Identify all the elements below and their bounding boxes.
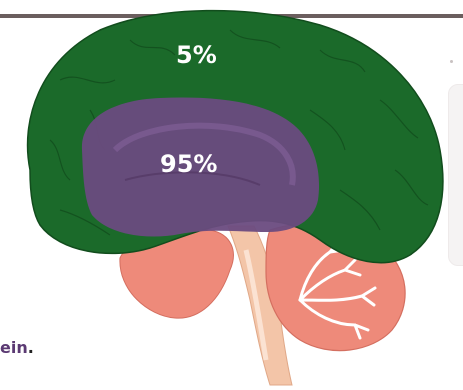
caption-punct: .	[28, 338, 34, 357]
caption-fragment: ein.	[0, 338, 34, 357]
caption-text: ein	[0, 338, 28, 357]
inner-percent-label: 95%	[160, 150, 217, 178]
outer-percent-label: 5%	[176, 41, 217, 69]
